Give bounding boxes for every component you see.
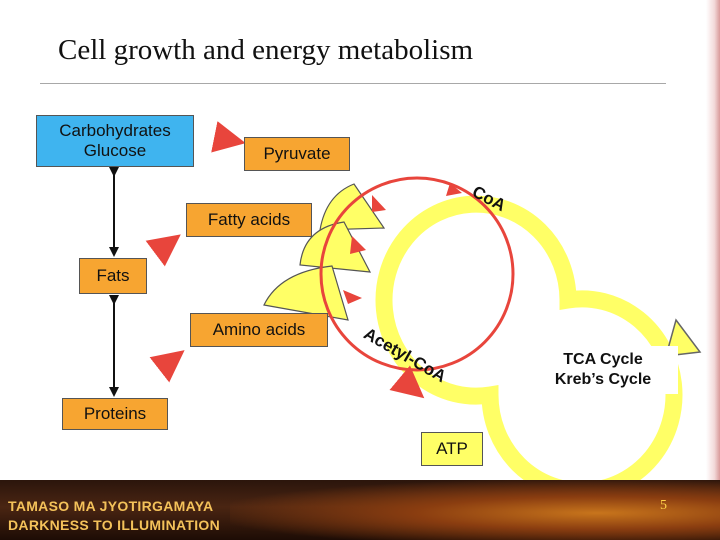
node-tca-cycle-label: TCA Cycle [563, 351, 643, 368]
arrow-to-atp [389, 365, 425, 399]
node-krebs-cycle-label: Kreb’s Cycle [554, 371, 652, 388]
slide-title: Cell growth and energy metabolism [58, 34, 474, 66]
wedge-pyruvate [319, 183, 386, 231]
wedge-fatty-acids [299, 221, 372, 273]
footer-motto-line1: TAMASO MA JYOTIRGAMAYA [8, 498, 214, 514]
node-tca-cycle: TCA Cycle Kreb’s Cycle [528, 346, 678, 394]
right-edge-decoration [706, 0, 720, 480]
wedge-amino-acids [263, 265, 349, 321]
footer-glow [230, 480, 720, 540]
arrow-fats-fatty-acids [145, 234, 181, 267]
node-proteins: Proteins [62, 398, 168, 430]
node-carbohydrates-glucose: Carbohydrates Glucose [36, 115, 194, 167]
arrow-proteins-amino-acids [149, 350, 185, 383]
acetyl-coa-circle [319, 176, 515, 372]
node-pyruvate: Pyruvate [244, 137, 350, 171]
node-amino-acids: Amino acids [190, 313, 328, 347]
footer-motto-line2: DARKNESS TO ILLUMINATION [8, 517, 221, 533]
node-atp: ATP [421, 432, 483, 466]
node-fatty-acids: Fatty acids [186, 203, 312, 237]
node-carbohydrates-label: Carbohydrates [59, 121, 171, 140]
node-glucose-label: Glucose [83, 141, 147, 160]
page-number: 5 [660, 498, 667, 513]
node-fats: Fats [79, 258, 147, 294]
footer-banner: TAMASO MA JYOTIRGAMAYA DARKNESS TO ILLUM… [0, 480, 720, 540]
title-divider [40, 83, 666, 84]
arrow-glucose-pyruvate [211, 121, 246, 153]
